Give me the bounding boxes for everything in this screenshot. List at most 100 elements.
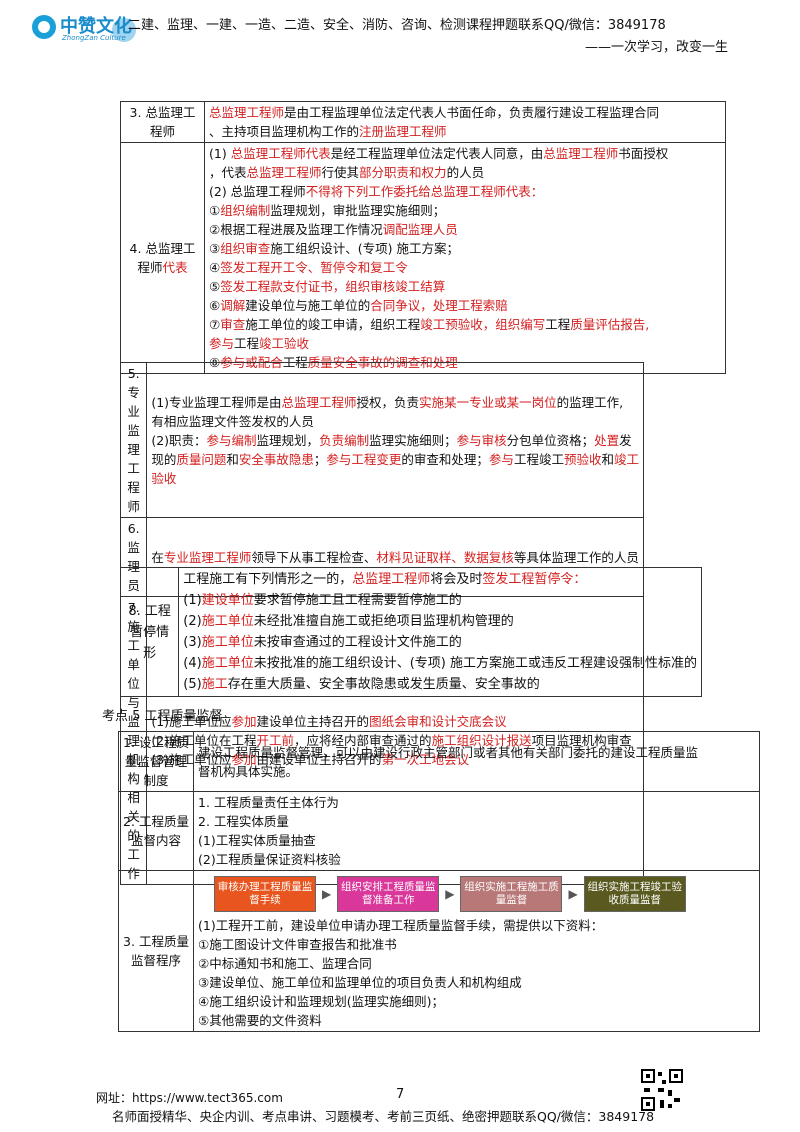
text: (1)施工单位应 — [151, 714, 232, 729]
table-row: 4. 总监理工程师代表(1) 总监理工程师代表是经工程监理单位法定代表人同意，由… — [120, 142, 726, 374]
content-line: (2)施工单位未经批准擅自施工或拒绝项目监理机构管理的 — [183, 611, 697, 632]
content-line: ④签发工程开工令、暂停令和复工令 — [209, 258, 721, 277]
highlight-text: 调配监理人员 — [382, 222, 458, 237]
row-heading: 2. 工程质量监督内容 — [118, 791, 194, 871]
flow-arrow-icon: ▶ — [445, 886, 455, 901]
text: 的审查和处理； — [401, 451, 489, 467]
row-content: (1)专业监理工程师是由总监理工程师授权，负责实施某一专业或某一岗位的监理工作,… — [146, 362, 644, 518]
text: (1)专业监理工程师是由 — [151, 394, 282, 410]
content-line: (1) 总监理工程师代表是经工程监理单位法定代表人同意，由总监理工程师书面授权 — [209, 144, 721, 163]
content-line: 总监理工程师是由工程监理单位法定代表人书面任命，负责履行建设工程监理合同 — [209, 103, 721, 122]
highlight-text: 材料见证取样、数据复核 — [376, 549, 514, 565]
highlight-text: 签发工程开工令、暂停令和复工令 — [220, 260, 408, 275]
text: 现的 — [151, 451, 177, 467]
highlight-text: 验收 — [151, 470, 177, 486]
content-line: ②中标通知书和施工、监理合同 — [198, 954, 755, 973]
text: ④施工组织设计和监理规划(监理实施细则)； — [198, 994, 444, 1009]
highlight-text: 施工单位 — [201, 614, 254, 629]
text: 未经批准擅自施工或拒绝项目监理机构管理的 — [253, 614, 514, 629]
text: 在 — [151, 549, 164, 565]
text: 书面授权 — [618, 146, 669, 161]
text: 的监理工作, — [556, 394, 624, 410]
content-line: 1. 工程质量责任主体行为 — [198, 793, 755, 812]
highlight-text: 建设单位 — [201, 593, 254, 608]
highlight-text: 部分职责和权力 — [359, 165, 447, 180]
text: 领导下从事工程检查、 — [251, 549, 377, 565]
highlight-text: 参与审核 — [456, 432, 507, 448]
text: ②根据工程进展及监理工作情况 — [209, 222, 383, 237]
highlight-text: 竣工预验收，组织编写 — [420, 317, 546, 332]
content-line: (1)建设单位要求暂停施工且工程需要暂停施工的 — [183, 590, 697, 611]
flow-arrow-icon: ▶ — [568, 886, 578, 901]
text: (4) — [183, 656, 202, 671]
text: 授权，负责 — [356, 394, 420, 410]
text: 2. 工程实体质量 — [198, 814, 289, 829]
highlight-text: 总监理工程师 — [352, 572, 431, 587]
flow-arrow-icon: ▶ — [322, 886, 332, 901]
flow-step: 组织安排工程质量监督准备工作 — [337, 876, 440, 912]
text: (3) — [183, 635, 202, 650]
text: 行使其 — [321, 165, 360, 180]
text: 是由工程监理单位法定代表人书面任命，负责履行建设工程监理合同 — [284, 105, 660, 120]
content-line: ③组织审查施工组织设计、(专项) 施工方案； — [209, 239, 721, 258]
highlight-text: 处置 — [594, 432, 620, 448]
highlight-text: 总监理工程师 — [543, 146, 619, 161]
content-line: (1)施工单位应参加建设单位主持召开的图纸会审和设计交底会议 — [151, 712, 639, 731]
highlight-text: 竣工 — [613, 451, 639, 467]
content-line: 工程施工有下列情形之一的，总监理工程师将会及时签发工程暂停令： — [183, 569, 697, 590]
highlight-text: 总监理工程师 — [209, 105, 285, 120]
text: 有相应监理文件签发权的人员 — [151, 413, 314, 429]
text: 要求暂停施工且工程需要暂停施工的 — [253, 593, 462, 608]
highlight-text: 签发工程款支付证书，组织审核竣工结算 — [220, 279, 446, 294]
table-suspension-cases: 8. 工程暂停情形工程施工有下列情形之一的，总监理工程师将会及时签发工程暂停令：… — [119, 567, 702, 697]
content-line: (1)工程开工前，建设单位申请办理工程质量监督手续，需提供以下资料： — [198, 916, 755, 935]
text: ，代表 — [209, 165, 247, 180]
content-line: 现的质量问题和安全事故隐患；参与工程变更的审查和处理；参与工程竣工预验收和竣工 — [151, 450, 639, 469]
row-content: 总监理工程师是由工程监理单位法定代表人书面任命，负责履行建设工程监理合同、主持项… — [204, 101, 726, 143]
highlight-text: 参与工程变更 — [326, 451, 402, 467]
text: 工程竣工 — [513, 451, 564, 467]
text: ①施工图设计文件审查报告和批准书 — [198, 937, 397, 952]
highlight-text: 签发工程暂停令： — [482, 572, 587, 587]
text: ③ — [209, 241, 221, 256]
content-line: 验收 — [151, 469, 639, 488]
highlight-text: 合同争议，处理工程索赔 — [370, 298, 508, 313]
text: 工程 — [545, 317, 571, 332]
text: (1) — [209, 146, 231, 161]
text: ① — [209, 203, 221, 218]
text: 监理规划，审批监理实施细则； — [270, 203, 446, 218]
content-line: (1)专业监理工程师是由总监理工程师授权，负责实施某一专业或某一岗位的监理工作, — [151, 393, 639, 412]
text: 和 — [226, 451, 239, 467]
text: ⑥ — [209, 298, 221, 313]
row-content: 审核办理工程质量监督手续▶组织安排工程质量监督准备工作▶组织实施工程施工质量监督… — [193, 870, 760, 1032]
highlight-text: 专业监理工程师 — [163, 549, 252, 565]
text: (1) — [183, 593, 202, 608]
text: 工程 — [234, 336, 260, 351]
text: 建设工程质量监督管理，可以由建设行政主管部门或者其他有关部门委托的建设工程质量监 — [198, 744, 699, 760]
highlight-text: 调解 — [220, 298, 246, 313]
table-row: 3. 工程质量监督程序审核办理工程质量监督手续▶组织安排工程质量监督准备工作▶组… — [118, 870, 760, 1032]
logo-text: 中赞文化 — [60, 16, 132, 37]
content-line: ①施工图设计文件审查报告和批准书 — [198, 935, 755, 954]
row-heading-highlight: 代表 — [162, 260, 188, 275]
text: (1)工程开工前，建设单位申请办理工程质量监督手续，需提供以下资料： — [198, 918, 604, 933]
text: ④ — [209, 260, 221, 275]
row-heading: 4. 总监理工程师代表 — [120, 142, 205, 374]
content-line: 参与工程竣工验收 — [209, 334, 721, 353]
highlight-text: 施工 — [201, 677, 228, 692]
highlight-text: 预验收 — [563, 451, 602, 467]
highlight-text: 组织审查 — [220, 241, 271, 256]
content-line: (2) 总监理工程师不得将下列工作委托给总监理工程师代表： — [209, 182, 721, 201]
text: 未按审查通过的工程设计文件施工的 — [253, 635, 462, 650]
text: 监理实施细则； — [369, 432, 457, 448]
text: ⑤其他需要的文件资料 — [198, 1013, 322, 1028]
row-content: (1) 总监理工程师代表是经工程监理单位法定代表人同意，由总监理工程师书面授权 ，… — [204, 142, 726, 374]
text: 工程施工有下列情形之一的， — [183, 572, 353, 587]
flow-step: 审核办理工程质量监督手续 — [214, 876, 316, 912]
content-line: (4)施工单位未按批准的施工组织设计、(专项) 施工方案施工或违反工程建设强制性… — [183, 653, 697, 674]
highlight-text: 参与 — [209, 336, 235, 351]
text: 发 — [619, 432, 632, 448]
text: 将会及时 — [430, 572, 483, 587]
